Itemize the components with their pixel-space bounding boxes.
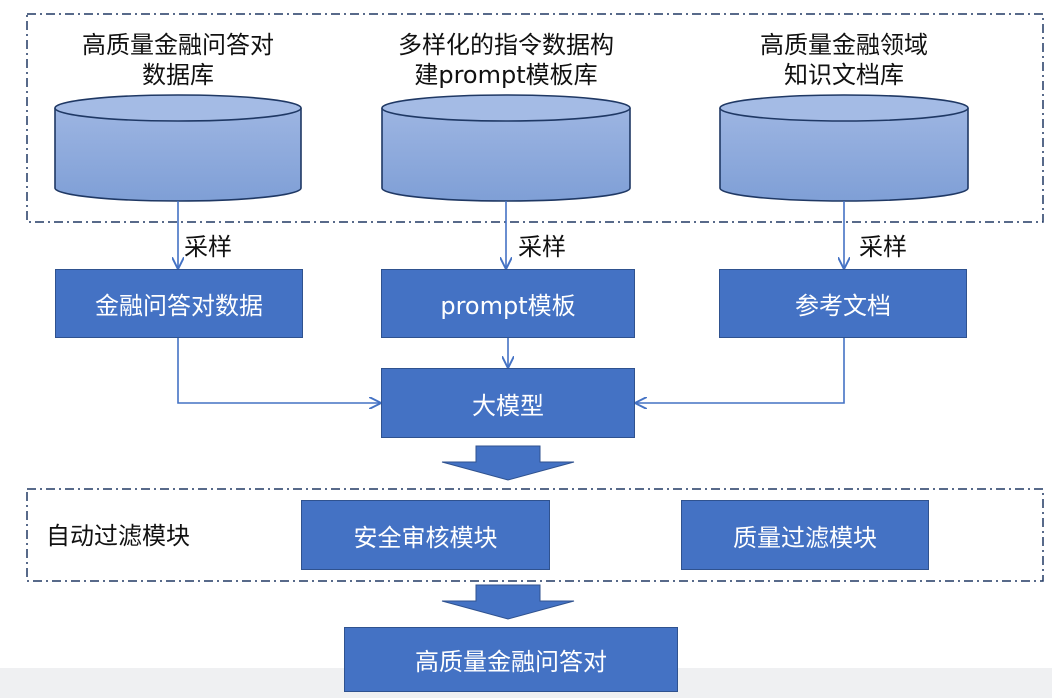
quality-filter-box: 质量过滤模块 [681, 500, 929, 570]
output-box: 高质量金融问答对 [344, 627, 678, 692]
reference-doc-box: 参考文档 [719, 269, 967, 338]
filter-title: 自动过滤模块 [46, 522, 190, 550]
sampling-label-3: 采样 [859, 233, 907, 261]
arrow-qa-to-model [177, 338, 380, 403]
database-label-3-line2: 知识文档库 [784, 61, 904, 89]
arrow-doc-to-model [636, 338, 845, 403]
database-cylinder-1 [54, 94, 302, 202]
database-label-2: 多样化的指令数据构 建prompt模板库 [362, 30, 650, 90]
database-cylinder-3 [719, 94, 969, 202]
database-label-1-line2: 数据库 [142, 61, 214, 89]
database-label-2-line2: 建prompt模板库 [414, 61, 598, 89]
sampling-label-2: 采样 [518, 233, 566, 261]
sampling-label-1: 采样 [184, 233, 232, 261]
database-label-1-line1: 高质量金融问答对 [82, 31, 274, 59]
prompt-template-box: prompt模板 [381, 269, 635, 338]
database-label-1: 高质量金融问答对 数据库 [55, 30, 301, 90]
database-region [26, 13, 1044, 223]
database-label-3: 高质量金融领域 知识文档库 [720, 30, 968, 90]
database-cylinder-2 [381, 94, 631, 202]
safety-review-box: 安全审核模块 [301, 500, 550, 570]
database-label-3-line1: 高质量金融领域 [760, 31, 928, 59]
filter-region [26, 488, 1044, 582]
down-arrow-1 [441, 445, 575, 481]
qa-data-box: 金融问答对数据 [55, 269, 303, 338]
database-label-2-line1: 多样化的指令数据构 [398, 31, 614, 59]
llm-box: 大模型 [381, 368, 635, 438]
down-arrow-2 [441, 584, 575, 620]
